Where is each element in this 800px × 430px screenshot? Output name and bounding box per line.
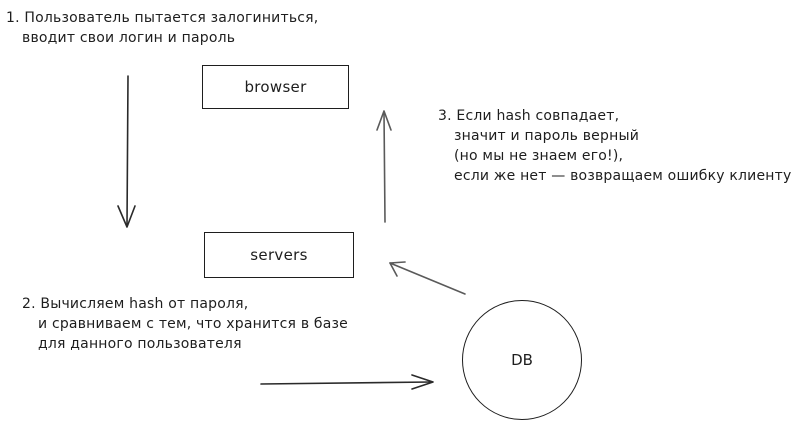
step-3-line-1: 3. Если hash совпадает, (438, 108, 620, 124)
db-label: DB (511, 351, 533, 369)
browser-node: browser (202, 65, 349, 109)
browser-label: browser (244, 78, 307, 96)
step-1-note: 1. Пользователь пытается залогиниться, в… (6, 8, 318, 48)
step-2-line-2: и сравниваем с тем, что хранится в базе (38, 316, 348, 332)
servers-label: servers (250, 246, 308, 264)
arrow-servers-to-db (260, 374, 434, 390)
arrow-browser-to-servers (117, 75, 136, 228)
arrow-db-to-servers (389, 261, 466, 295)
db-node: DB (462, 300, 582, 420)
arrow-servers-to-browser (376, 110, 392, 223)
step-2-line-1: 2. Вычисляем hash от пароля, (22, 296, 249, 312)
step-3-line-4: если же нет — возвращаем ошибку клиенту (454, 168, 792, 184)
servers-node: servers (204, 232, 354, 278)
step-2-line-3: для данного пользователя (38, 336, 242, 352)
step-3-note: 3. Если hash совпадает, значит и пароль … (438, 106, 791, 186)
step-3-line-2: значит и пароль верный (454, 128, 639, 144)
step-2-note: 2. Вычисляем hash от пароля, и сравнивае… (22, 294, 348, 354)
step-1-line-2: вводит свои логин и пароль (22, 30, 236, 46)
step-3-line-3: (но мы не знаем его!), (454, 148, 624, 164)
step-1-line-1: 1. Пользователь пытается залогиниться, (6, 10, 319, 26)
